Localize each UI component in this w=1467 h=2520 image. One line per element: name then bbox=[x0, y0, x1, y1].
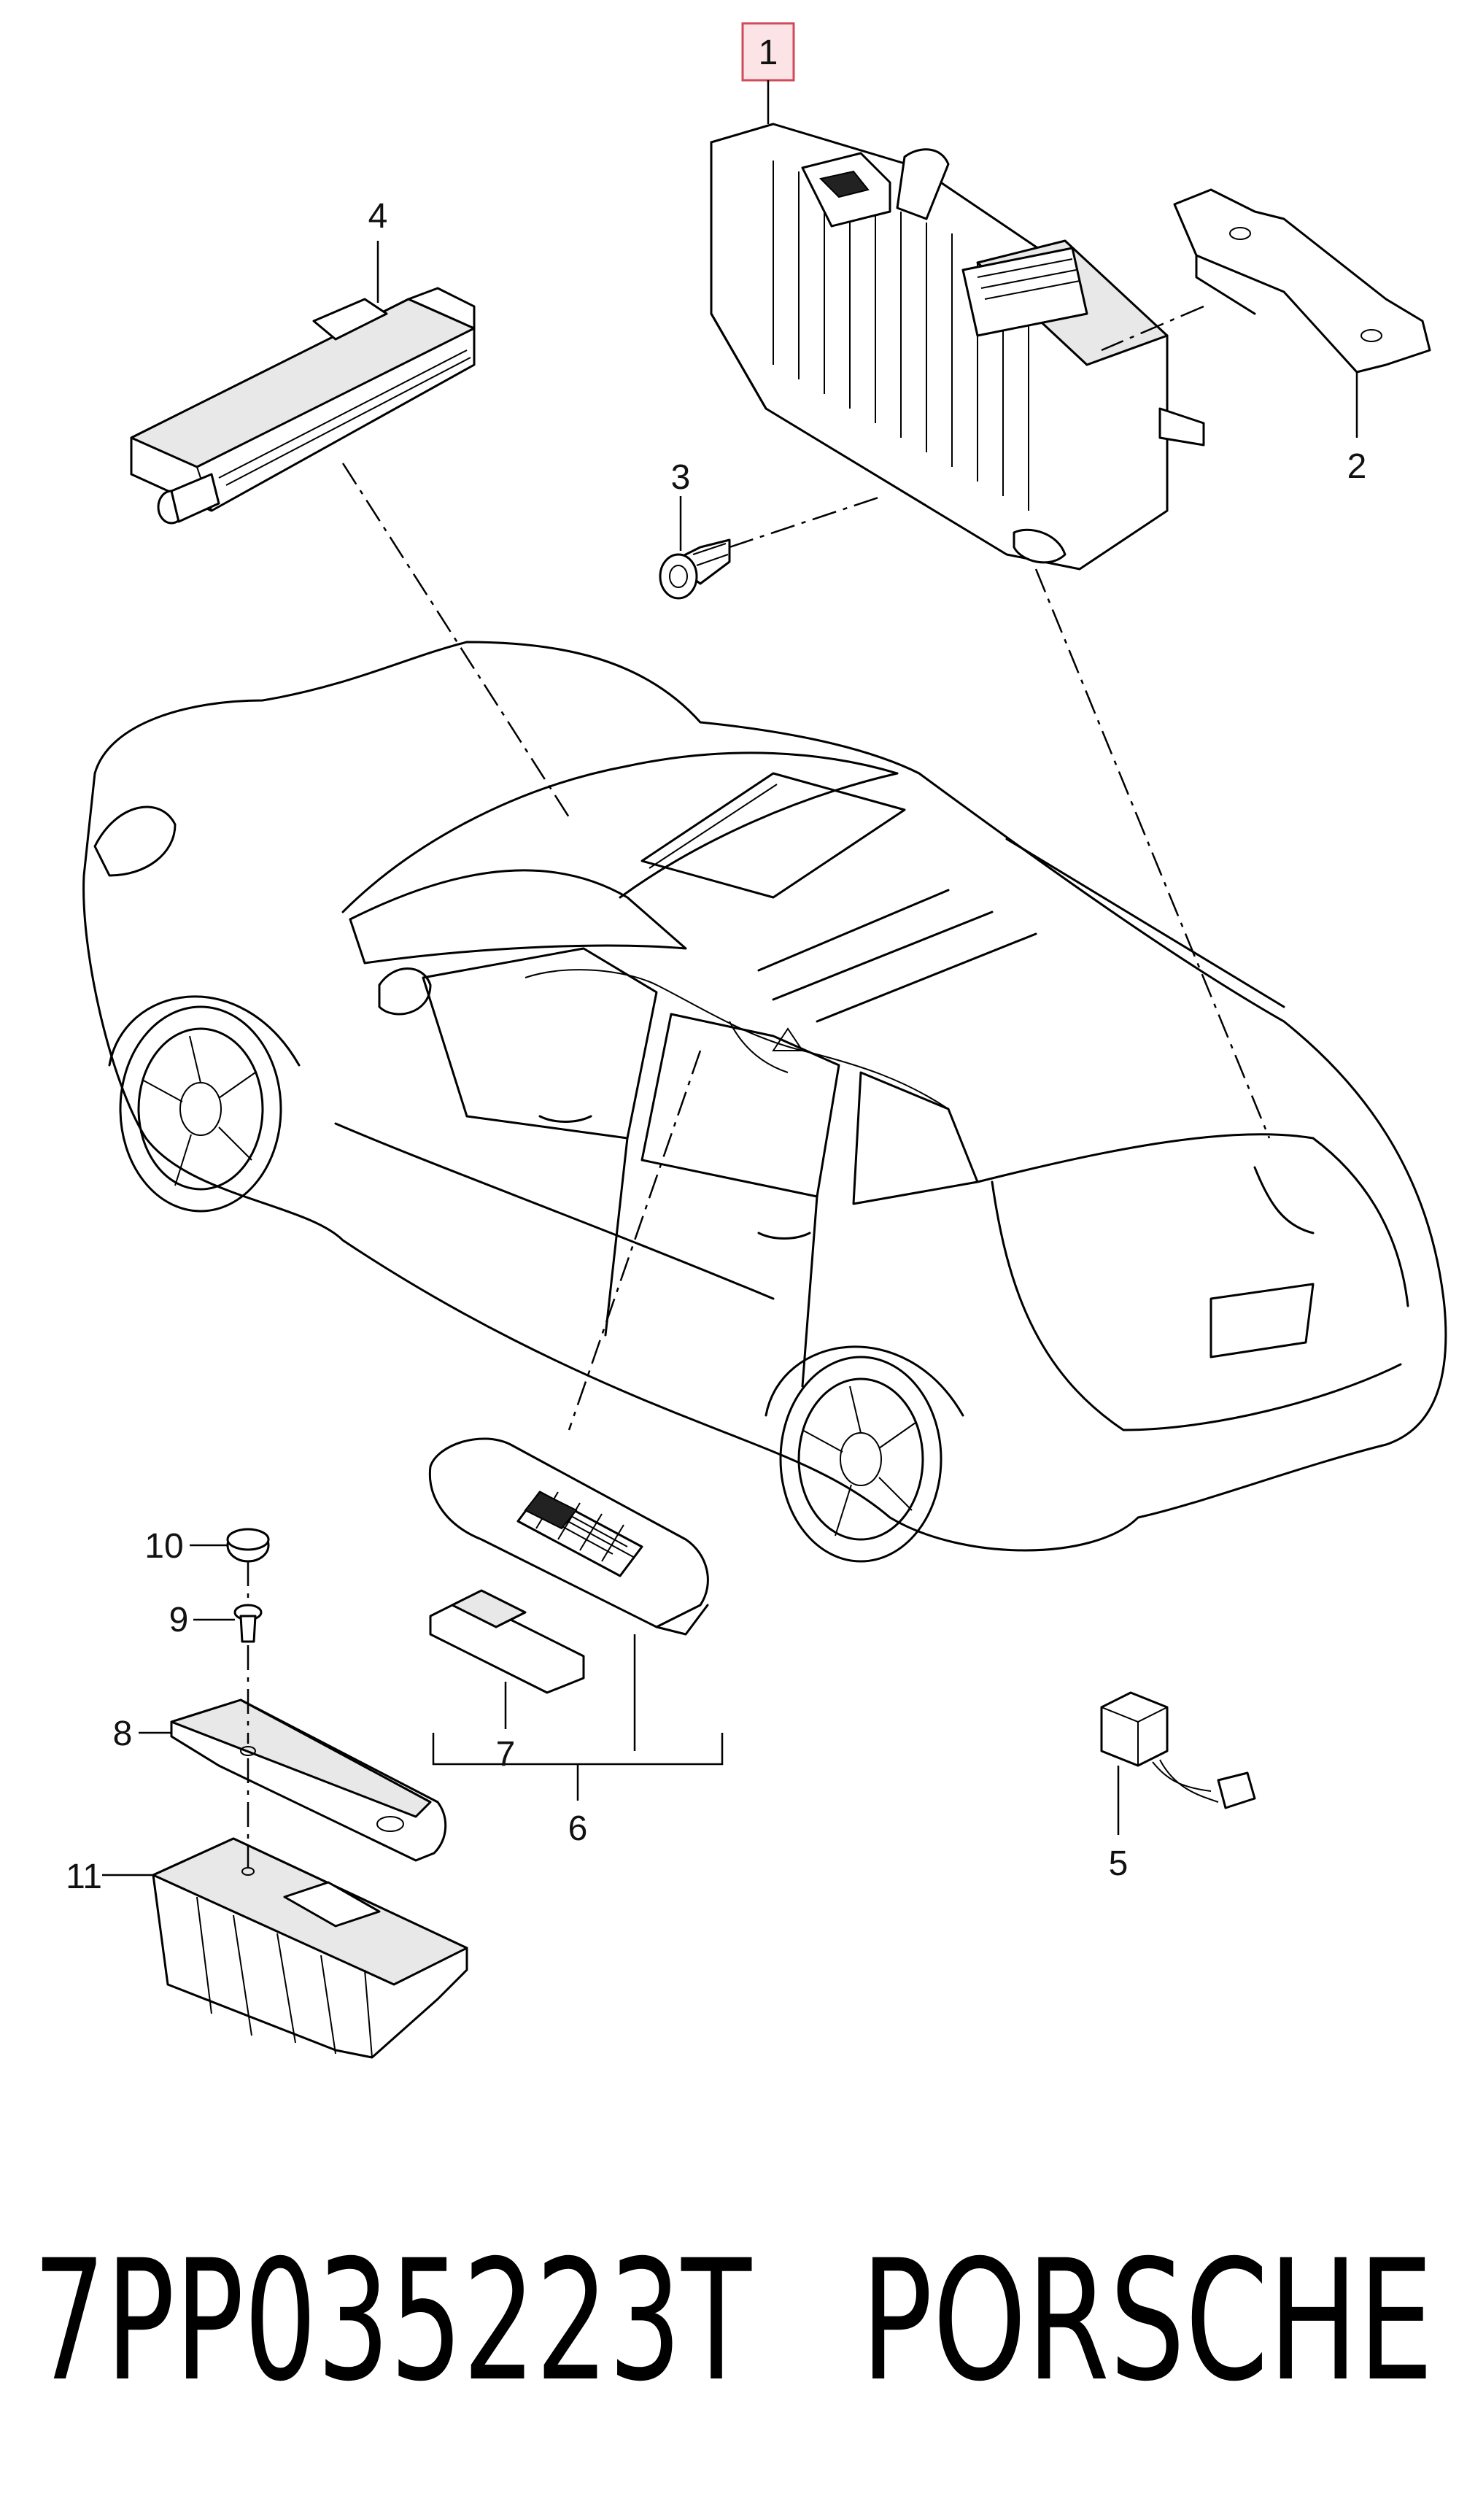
callout-label-8[interactable]: 8 bbox=[113, 1715, 133, 1753]
part-10-cap[interactable] bbox=[226, 1528, 270, 1563]
callout-label-1[interactable]: 1 bbox=[759, 34, 778, 72]
part-3-screw[interactable] bbox=[659, 538, 731, 600]
part-11-housing[interactable] bbox=[152, 1837, 468, 2059]
part-number: 7PP035223T bbox=[33, 2224, 751, 2418]
brand-name: PORSCHE bbox=[861, 2224, 1433, 2418]
part-1-amplifier[interactable] bbox=[710, 123, 1205, 571]
part-7-insert[interactable] bbox=[429, 1589, 585, 1694]
callout-label-5[interactable]: 5 bbox=[1109, 1844, 1129, 1883]
callout-label-9[interactable]: 9 bbox=[169, 1601, 189, 1639]
part-9-screw[interactable] bbox=[233, 1604, 263, 1643]
callout-6-bracket bbox=[432, 1634, 724, 1801]
callout-labels: 1 2 3 4 5 6 7 8 9 10 11 bbox=[66, 34, 1366, 1896]
part-5-connector[interactable] bbox=[1100, 1691, 1256, 1809]
callout-label-6[interactable]: 6 bbox=[568, 1809, 588, 1848]
part-4-control-unit[interactable] bbox=[130, 287, 476, 525]
part-6-overhead-console[interactable] bbox=[428, 1437, 709, 1636]
part-8-cover[interactable] bbox=[170, 1698, 447, 1862]
callout-label-3[interactable]: 3 bbox=[671, 458, 691, 497]
reference-lines bbox=[247, 305, 1271, 1868]
callout-label-4[interactable]: 4 bbox=[368, 197, 388, 236]
callout-label-2[interactable]: 2 bbox=[1347, 447, 1367, 486]
callout-label-10[interactable]: 10 bbox=[144, 1527, 183, 1566]
part-2-bracket[interactable] bbox=[1173, 188, 1431, 374]
vehicle-illustration bbox=[82, 641, 1447, 1563]
callout-label-11[interactable]: 11 bbox=[66, 1858, 102, 1896]
callout-label-7[interactable]: 7 bbox=[496, 1735, 516, 1774]
